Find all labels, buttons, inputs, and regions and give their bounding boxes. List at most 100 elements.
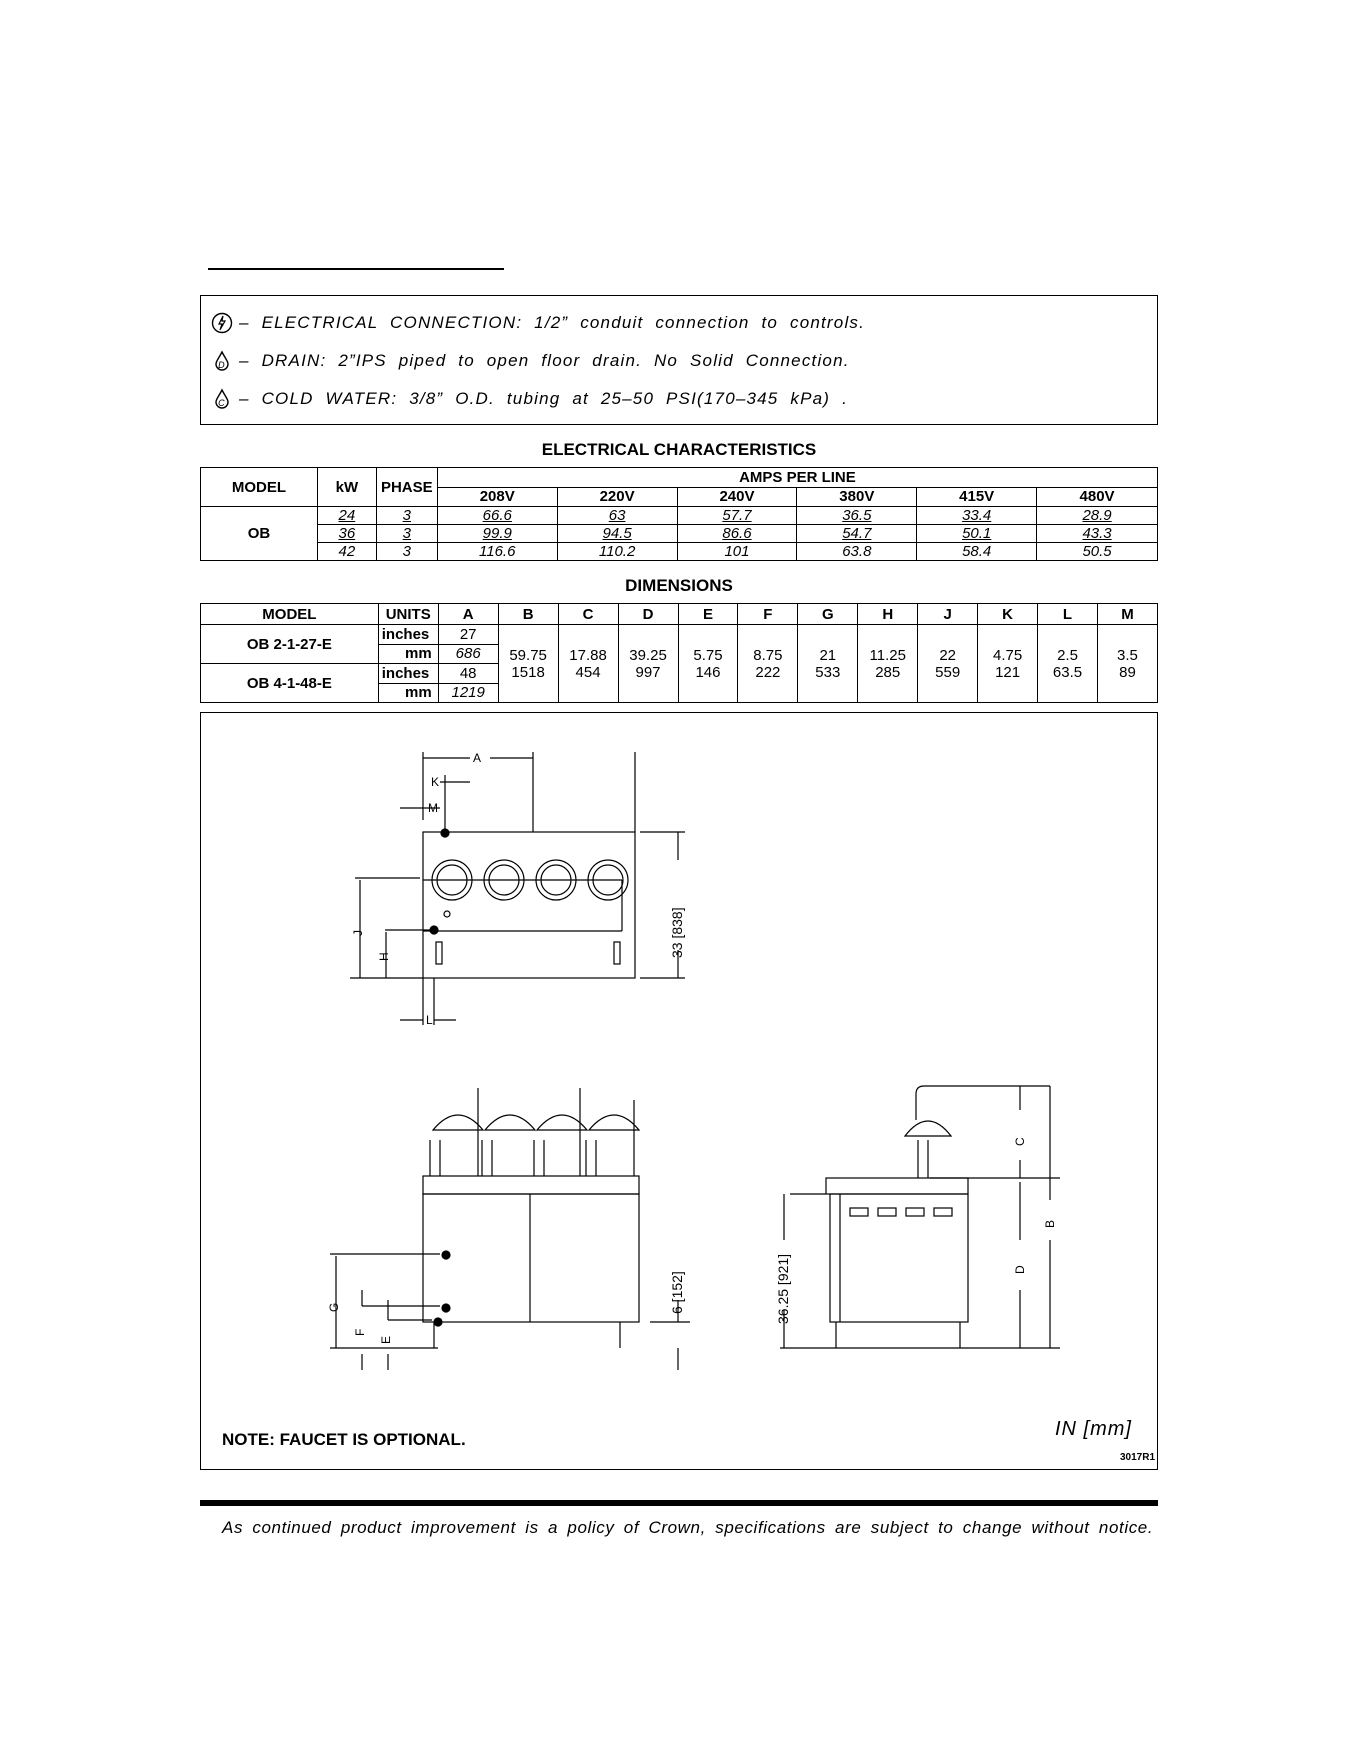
drawing-code: 3017R1 [1120, 1452, 1156, 1463]
dim-inches: 4.75 [992, 646, 1023, 664]
connection-text: – ELECTRICAL CONNECTION: 1/2” conduit co… [239, 313, 866, 332]
dim-inches: 22 [939, 646, 956, 664]
dim-a: 1219 [437, 682, 499, 703]
dim-label-a: A [473, 751, 481, 765]
dim-header: UNITS [377, 603, 439, 625]
amps-cell: 50.1 [916, 524, 1038, 543]
dim-mm: 121 [995, 663, 1021, 681]
dim-label-g: G [327, 1303, 341, 1312]
amps-cell: 101 [676, 542, 798, 561]
faucet-note: NOTE: FAUCET IS OPTIONAL. [222, 1430, 466, 1449]
dim-header: A [437, 603, 499, 625]
dim-label-f: F [353, 1329, 367, 1336]
dim-label-k: K [431, 775, 439, 789]
cold-water-icon: C [215, 388, 229, 409]
header-voltage: 220V [556, 486, 678, 507]
dimensions-table: MODEL UNITS A B C D E F G H J K L M OB 2… [200, 603, 1159, 703]
electrical-table: MODEL kW PHASE AMPS PER LINE 208V 220V 2… [200, 467, 1159, 561]
dim-mm: 997 [635, 663, 661, 681]
dim-inches: 59.75 [509, 646, 547, 664]
dim-inches: 39.25 [629, 646, 667, 664]
dim-inches: 3.5 [1117, 646, 1138, 664]
electrical-icon [211, 312, 233, 334]
table-row: 42 3 116.6 110.2 101 63.8 58.4 50.5 [201, 542, 1158, 561]
dim-label-b: B [1043, 1220, 1057, 1228]
dim-mm: 285 [875, 663, 901, 681]
dim-inches: 17.88 [569, 646, 607, 664]
connections-legend: – ELECTRICAL CONNECTION: 1/2” conduit co… [200, 295, 1158, 425]
dim-mm: 559 [935, 663, 961, 681]
dim-mm: 89 [1119, 663, 1136, 681]
dim-label-c: C [1013, 1137, 1027, 1146]
electrical-title: ELECTRICAL CHARACTERISTICS [541, 440, 817, 459]
dim-label-d: D [1013, 1265, 1027, 1274]
model-cell: OB [200, 506, 318, 561]
dim-label-six: 6 [152] [669, 1271, 685, 1314]
amps-cell: 110.2 [556, 542, 678, 561]
table-row: mm 1219 [201, 682, 1158, 703]
footer-rule [200, 1500, 1158, 1506]
dim-inches: 8.75 [753, 646, 783, 664]
svg-text:D: D [218, 360, 226, 370]
phase-cell: 3 [375, 542, 438, 561]
dimensions-title: DIMENSIONS [625, 576, 733, 595]
connection-electrical: – ELECTRICAL CONNECTION: 1/2” conduit co… [211, 308, 865, 338]
amps-cell: 116.6 [436, 542, 558, 561]
connection-text: – DRAIN: 2”IPS piped to open floor drain… [239, 351, 850, 370]
dim-inches: 2.5 [1057, 646, 1078, 664]
connection-cold-water: C – COLD WATER: 3/8” O.D. tubing at 25–5… [211, 384, 848, 414]
header-rule [208, 268, 504, 270]
kw-cell: 24 [316, 506, 377, 525]
dim-mm: 1518 [511, 663, 545, 681]
dim-mm: 222 [755, 663, 781, 681]
dim-mm: 533 [815, 663, 841, 681]
dim-mm: 63.5 [1052, 663, 1083, 681]
amps-cell: 50.5 [1036, 542, 1158, 561]
dim-label-height: 33 [838] [669, 907, 685, 958]
footer-text: As continued product improvement is a po… [222, 1518, 1154, 1537]
drawing-panel [200, 712, 1158, 1470]
dim-inches: 21 [819, 646, 837, 664]
dim-inches: 5.75 [693, 646, 723, 664]
dim-label-m: M [428, 801, 438, 815]
amps-cell: 43.3 [1036, 524, 1158, 543]
dim-unit: mm [377, 643, 439, 664]
dim-model: OB 2-1-27-E [200, 624, 379, 664]
units-label: IN [mm] [1055, 1418, 1132, 1440]
dim-label-l: L [426, 1013, 433, 1027]
svg-text:C: C [218, 398, 226, 408]
dim-unit: mm [377, 682, 439, 703]
dim-label-h: H [377, 952, 391, 961]
amps-cell: 54.7 [796, 524, 918, 543]
amps-cell: 66.6 [436, 506, 558, 525]
drain-icon: D [215, 350, 229, 371]
dim-label-side-height: 36.25 [921] [775, 1254, 791, 1324]
table-row: OB 4-1-48-E inches 48 [200, 663, 1158, 703]
dim-model: OB 4-1-48-E [200, 663, 379, 703]
side-view [780, 1085, 1060, 1349]
dim-a: 48 [437, 663, 499, 684]
dim-inches: 11.25 [869, 646, 906, 664]
front-view [330, 1088, 690, 1370]
connection-drain: D – DRAIN: 2”IPS piped to open floor dra… [211, 346, 850, 376]
connection-text: – COLD WATER: 3/8” O.D. tubing at 25–50 … [239, 389, 848, 408]
dim-header: M [1096, 603, 1159, 625]
dim-unit: inches [377, 624, 439, 645]
dim-label-j: J [351, 930, 365, 936]
dim-mm: 146 [695, 663, 721, 681]
dim-mm: 454 [575, 663, 601, 681]
header-model: MODEL [200, 467, 318, 507]
kw-cell: 42 [316, 542, 377, 561]
dim-label-e: E [379, 1336, 393, 1344]
top-view [350, 752, 685, 1025]
